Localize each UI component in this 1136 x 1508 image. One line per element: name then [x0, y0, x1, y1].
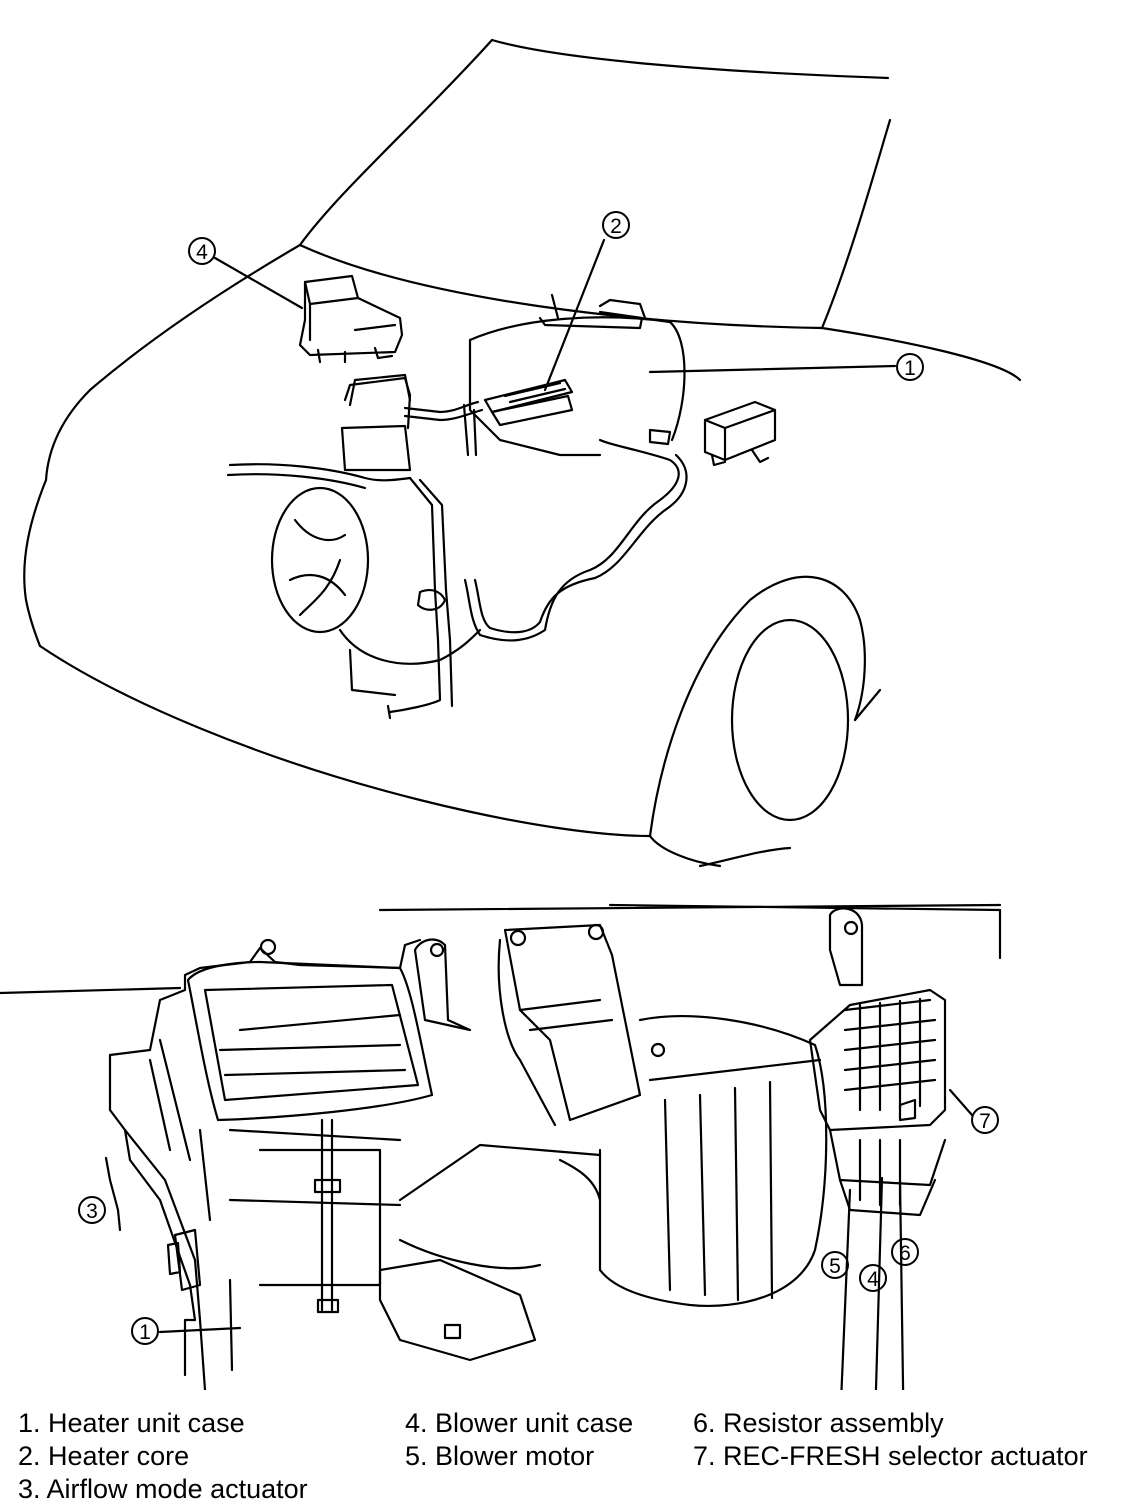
callout-label: 4 [196, 241, 208, 264]
heater-blower-diagram: 4 2 1 3 1 5 4 6 [0, 38, 1022, 1390]
legend-item-7: 7. REC-FRESH selector actuator [693, 1440, 1088, 1473]
callout-6-bottom: 6 [891, 1238, 919, 1266]
callout-label: 6 [899, 1242, 911, 1265]
legend-item-1: 1. Heater unit case [18, 1407, 308, 1440]
legend-item-3: 3. Airflow mode actuator [18, 1473, 308, 1506]
callout-label: 2 [610, 215, 622, 238]
legend-item-4: 4. Blower unit case [405, 1407, 633, 1440]
callout-label: 1 [904, 357, 916, 380]
heater-blower-assembly-view [0, 903, 1002, 1390]
callout-3-bottom: 3 [78, 1196, 106, 1224]
callout-label: 1 [139, 1321, 151, 1344]
legend-num: 5. [405, 1441, 428, 1471]
legend-num: 1. [18, 1408, 41, 1438]
legend-label: Blower unit case [435, 1408, 634, 1438]
callout-4-top: 4 [188, 237, 216, 265]
legend-label: Blower motor [435, 1441, 595, 1471]
legend-num: 6. [693, 1408, 716, 1438]
callout-2-top: 2 [602, 211, 630, 239]
legend-num: 3. [18, 1474, 41, 1504]
legend-label: REC-FRESH selector actuator [723, 1441, 1088, 1471]
legend-item-2: 2. Heater core [18, 1440, 308, 1473]
callout-1-top: 1 [896, 353, 924, 381]
legend-column-1: 1. Heater unit case 2. Heater core 3. Ai… [18, 1407, 308, 1506]
vehicle-front-view [23, 38, 1022, 868]
callout-1-bottom: 1 [131, 1317, 159, 1345]
legend-label: Heater unit case [48, 1408, 245, 1438]
legend-num: 7. [693, 1441, 716, 1471]
callout-label: 5 [829, 1255, 841, 1278]
legend-num: 4. [405, 1408, 428, 1438]
callout-4-bottom: 4 [859, 1264, 887, 1292]
callout-label: 4 [867, 1268, 879, 1291]
callout-label: 3 [86, 1200, 98, 1223]
legend-label: Resistor assembly [723, 1408, 944, 1438]
legend-label: Airflow mode actuator [46, 1474, 308, 1504]
legend-num: 2. [18, 1441, 41, 1471]
callout-5-bottom: 5 [821, 1251, 849, 1279]
legend-column-2: 4. Blower unit case 5. Blower motor [405, 1407, 633, 1473]
legend-item-5: 5. Blower motor [405, 1440, 633, 1473]
callout-markers: 4 2 1 3 1 5 4 6 [78, 211, 999, 1345]
legend-column-3: 6. Resistor assembly 7. REC-FRESH select… [693, 1407, 1088, 1473]
callout-label: 7 [979, 1110, 991, 1133]
callout-7-bottom: 7 [971, 1106, 999, 1134]
legend-item-6: 6. Resistor assembly [693, 1407, 1088, 1440]
legend-label: Heater core [48, 1441, 190, 1471]
